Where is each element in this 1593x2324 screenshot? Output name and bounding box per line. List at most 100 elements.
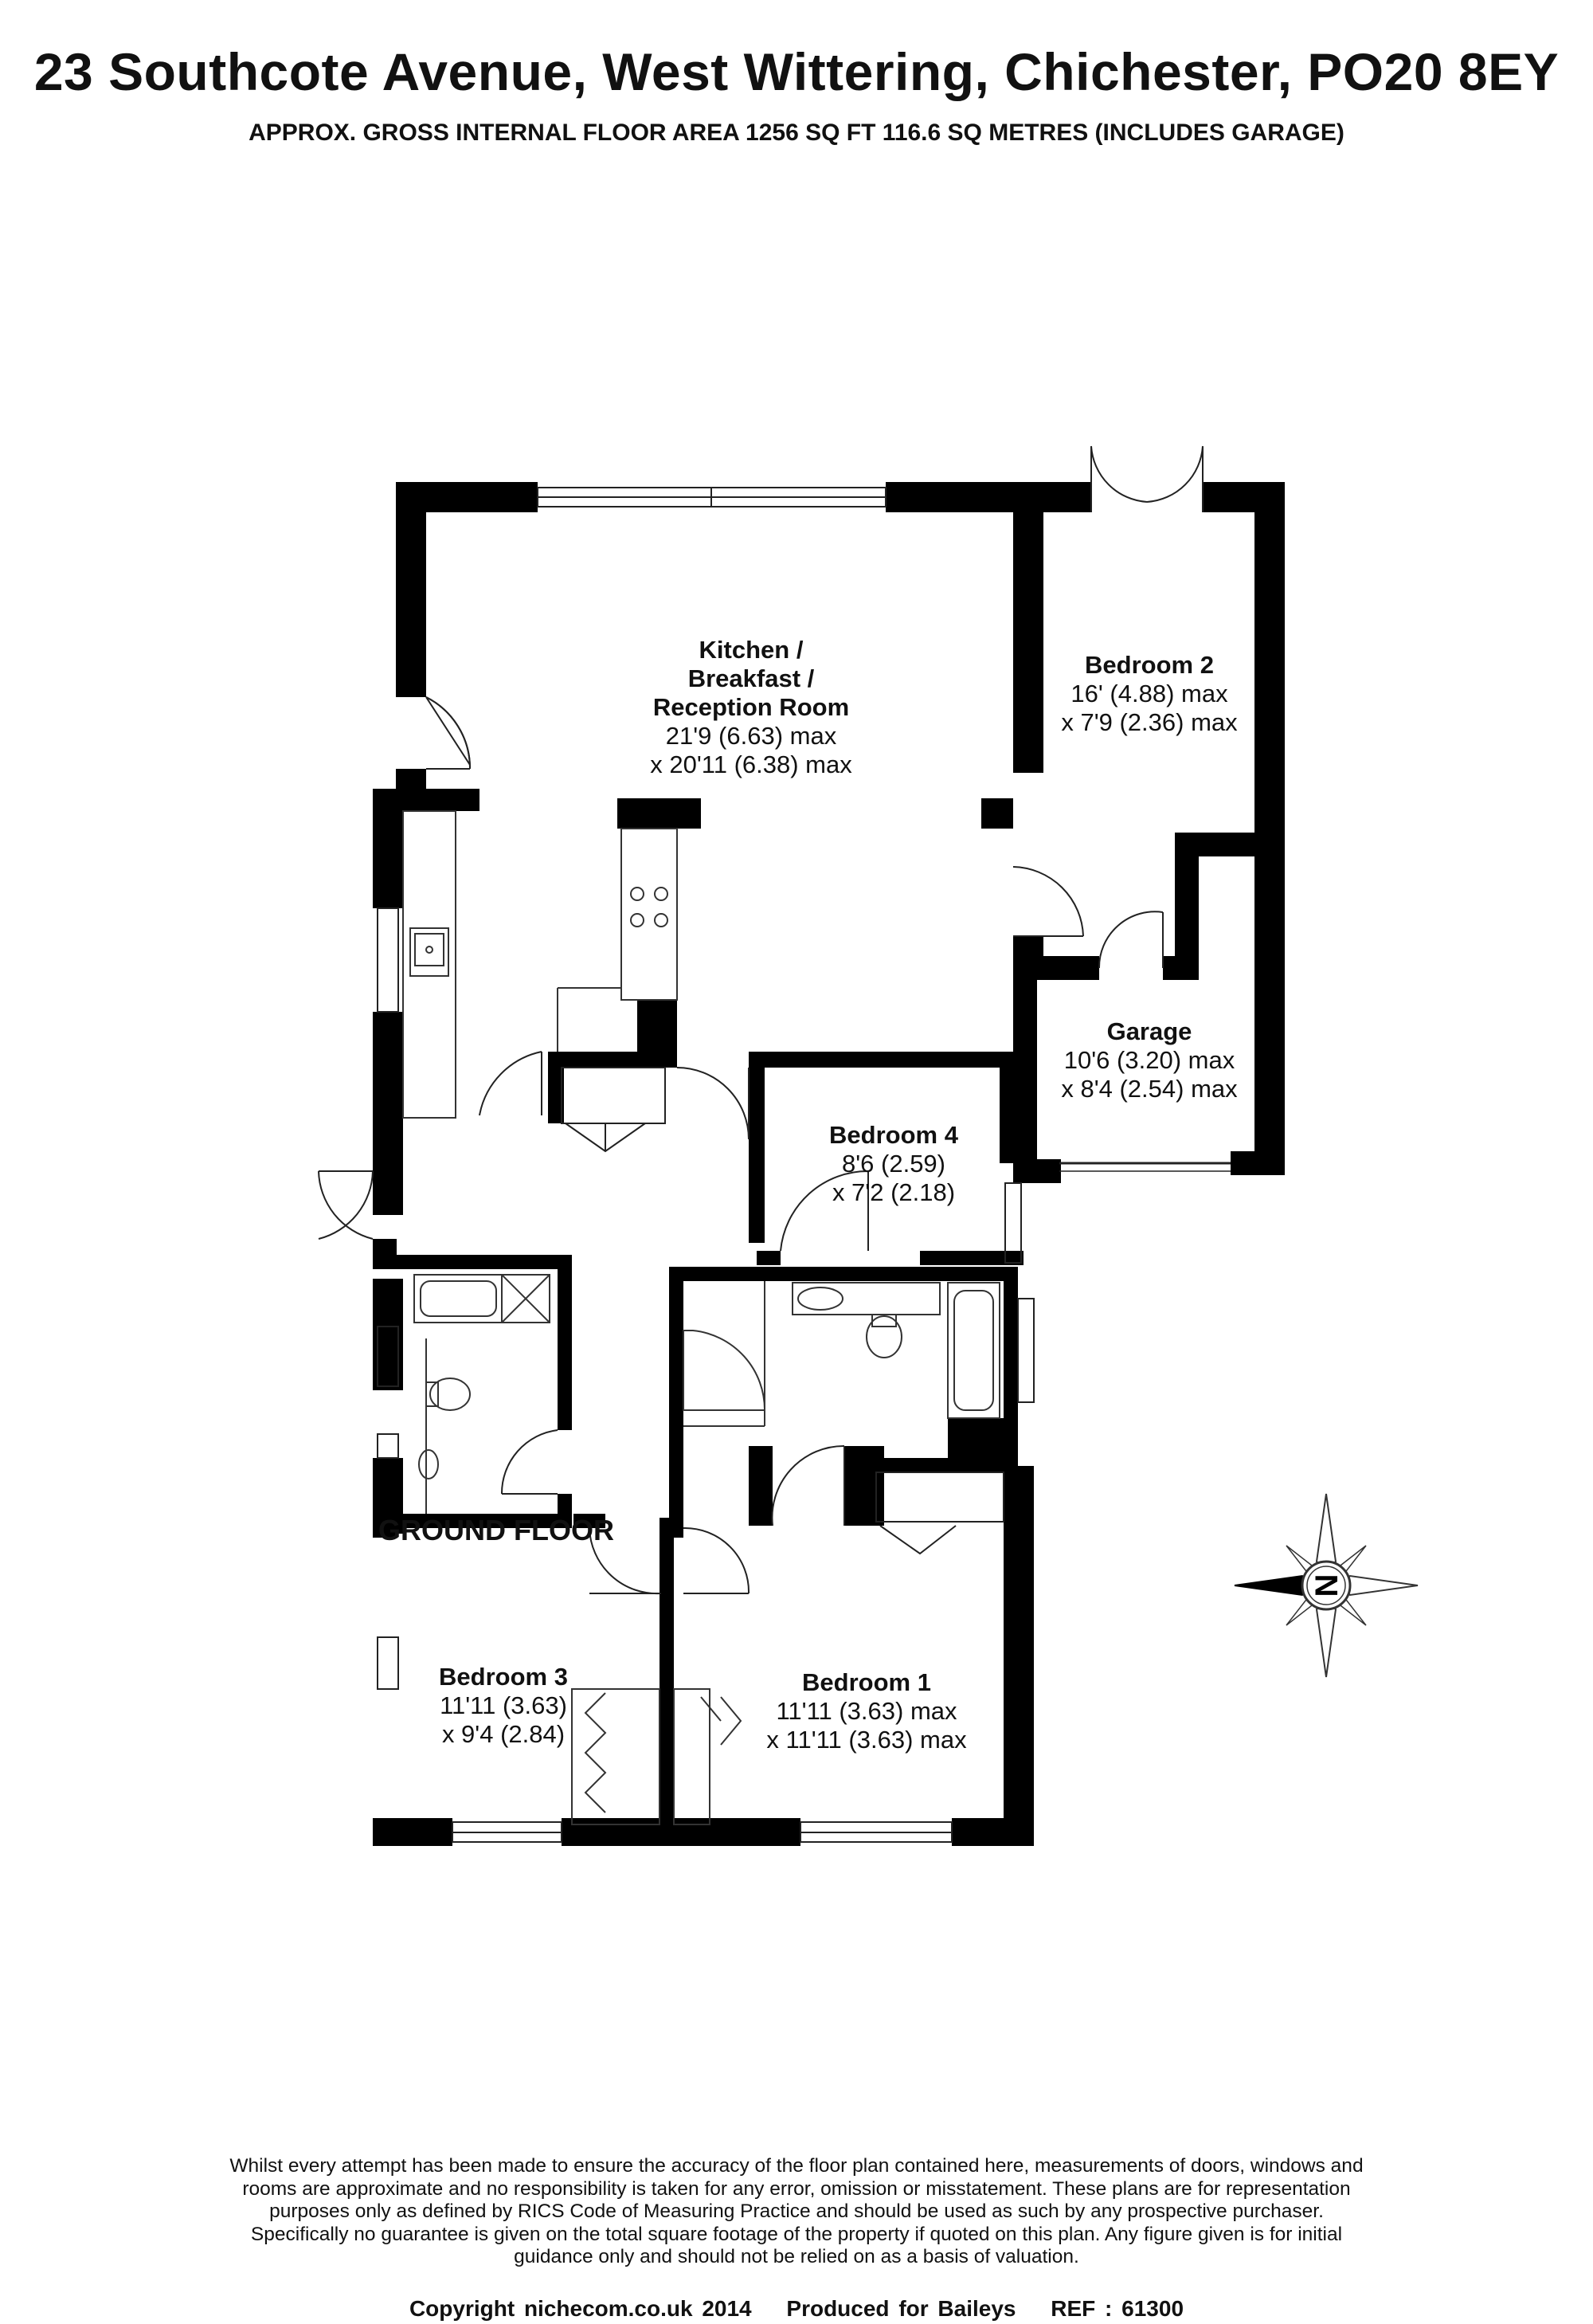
window: [1017, 1298, 1035, 1403]
wall-segment: [548, 1052, 677, 1068]
wall-segment: [1163, 956, 1199, 980]
wall-segment: [373, 1514, 397, 1538]
wall-segment: [562, 1818, 800, 1846]
disclaimer: Whilst every attempt has been made to en…: [191, 2155, 1402, 2269]
bedroom1-name: Bedroom 1: [802, 1668, 931, 1696]
hob-ring-icon: [654, 913, 668, 927]
kitchen-dimension-2: x 20'11 (6.38) max: [650, 750, 852, 778]
bath-icon: [947, 1282, 1000, 1419]
wall-segment: [952, 1818, 1034, 1846]
floor-label: GROUND FLOOR: [378, 1514, 614, 1546]
basin-icon: [418, 1449, 439, 1479]
wall-segment: [396, 482, 426, 697]
wall-segment: [396, 789, 479, 811]
wall-segment: [1013, 956, 1037, 1183]
disclaimer-line: purposes only as defined by RICS Code of…: [269, 2201, 1324, 2222]
kitchen-fittings: [402, 810, 678, 1119]
window: [377, 1433, 399, 1459]
wall-segment: [617, 798, 701, 829]
bedroom4-dimension-1: 8'6 (2.59): [842, 1150, 945, 1178]
garage-name: Garage: [1107, 1017, 1192, 1045]
reference-text: REF : 61300: [1051, 2296, 1184, 2321]
wall-segment: [1000, 1052, 1016, 1163]
floor-area-subtitle: APPROX. GROSS INTERNAL FLOOR AREA 1256 S…: [249, 120, 1344, 146]
wall-segment: [373, 1012, 403, 1215]
window: [377, 907, 399, 1013]
wall-segment: [660, 1518, 674, 1836]
copyright-text: Copyright nichecom.co.uk 2014: [409, 2296, 752, 2321]
wall-segment: [637, 1000, 677, 1052]
bedroom1-dimension-1: 11'11 (3.63) max: [776, 1697, 957, 1725]
bedroom4-name: Bedroom 4: [829, 1121, 959, 1149]
wall-segment: [981, 798, 1013, 829]
wall-segment: [1231, 1151, 1285, 1175]
disclaimer-line: Specifically no guarantee is given on th…: [250, 2223, 1343, 2245]
kitchen-name-line-2: Breakfast /: [688, 664, 815, 692]
vanity-unit: [792, 1282, 941, 1315]
wall-segment: [749, 1510, 773, 1526]
wardrobe: [673, 1688, 710, 1825]
doors: [318, 445, 1204, 1595]
toilet-icon: [429, 1378, 471, 1411]
wall-segment: [558, 1255, 572, 1430]
wall-segment: [749, 1052, 765, 1243]
wall-segment: [373, 1514, 572, 1528]
wardrobes: [571, 1688, 742, 1825]
sink-icon: [409, 927, 449, 977]
room-labels: Kitchen / Breakfast / Reception Room 21'…: [439, 636, 1238, 1754]
compass-icon: N: [1234, 1493, 1419, 1678]
wall-segment: [1013, 482, 1043, 773]
bedroom2-dimension-1: 16' (4.88) max: [1070, 680, 1228, 707]
hob-unit: [620, 828, 678, 1001]
toilet-icon: [866, 1315, 902, 1358]
disclaimer-line: guidance only and should not be relied o…: [514, 2246, 1079, 2267]
wall-segment: [749, 1052, 1012, 1068]
compass-north-letter: N: [1309, 1574, 1344, 1597]
wall-segment: [573, 1514, 605, 1528]
page-title: 23 Southcote Avenue, West Wittering, Chi…: [33, 42, 1560, 101]
garage-dimension-1: 10'6 (3.20) max: [1064, 1046, 1235, 1074]
kitchen-name-line-3: Reception Room: [653, 693, 849, 721]
wall-segment: [1043, 482, 1091, 512]
wall-segment: [1254, 833, 1285, 1175]
window: [377, 1326, 399, 1387]
wall-segment: [669, 1267, 763, 1281]
window: [1004, 1182, 1022, 1264]
kitchen-worktop: [402, 810, 456, 1119]
wall-segment: [373, 789, 403, 908]
wall-segment: [558, 1494, 572, 1518]
hob-ring-icon: [630, 913, 644, 927]
wall-segment: [373, 1239, 397, 1255]
wall-segment: [1254, 482, 1285, 856]
kitchen-dimension-1: 21'9 (6.63) max: [666, 722, 837, 750]
wall-segment: [1004, 1466, 1034, 1840]
hob-ring-icon: [654, 887, 668, 901]
disclaimer-line: Whilst every attempt has been made to en…: [229, 2155, 1364, 2177]
bedroom2-dimension-2: x 7'9 (2.36) max: [1061, 708, 1238, 736]
wall-segment: [373, 1255, 572, 1269]
wall-segment: [876, 1458, 1018, 1472]
wardrobe: [571, 1688, 660, 1825]
wall-segment: [548, 1052, 564, 1123]
wall-segment: [1175, 833, 1199, 980]
bathroom-fittings: [413, 1274, 1000, 1514]
bedroom3-name: Bedroom 3: [439, 1663, 568, 1691]
footer: Copyright nichecom.co.uk 2014 Produced f…: [0, 2296, 1593, 2322]
bedroom3-dimension-1: 11'11 (3.63): [440, 1691, 567, 1719]
wall-segment: [373, 1818, 452, 1846]
bedroom3-dimension-2: x 9'4 (2.84): [442, 1720, 565, 1748]
garage-dimension-2: x 8'4 (2.54) max: [1061, 1075, 1238, 1103]
kitchen-name-line-1: Kitchen /: [699, 636, 804, 664]
wall-segment: [920, 1251, 1024, 1265]
produced-for-text: Produced for Baileys: [786, 2296, 1016, 2321]
basin-icon: [797, 1287, 843, 1311]
bedroom1-dimension-2: x 11'11 (3.63) max: [766, 1726, 967, 1754]
windows: [377, 487, 1231, 1843]
walls: [373, 482, 1285, 1846]
bedroom4-dimension-2: x 7'2 (2.18): [832, 1178, 955, 1206]
wall-segment: [1013, 1159, 1061, 1183]
window: [377, 1636, 399, 1690]
disclaimer-line: rooms are approximate and no responsibil…: [242, 2177, 1351, 2200]
bedroom2-name: Bedroom 2: [1085, 651, 1214, 679]
